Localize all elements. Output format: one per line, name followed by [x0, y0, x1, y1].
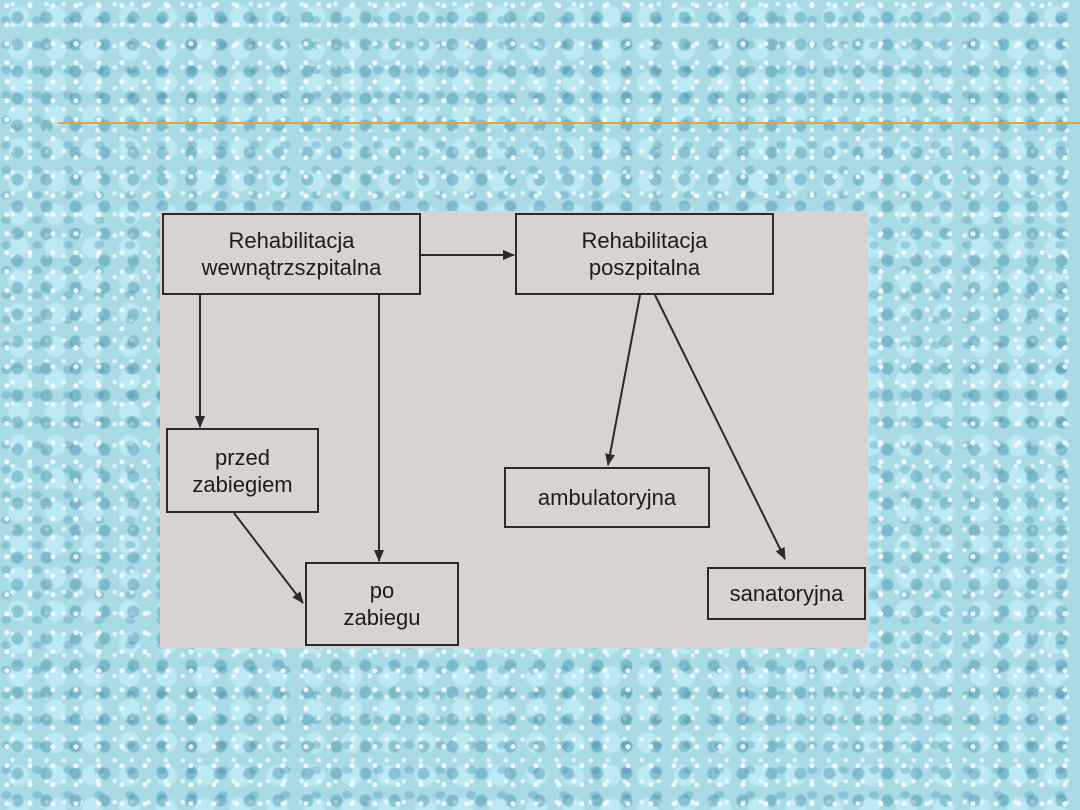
edge-posthospital-sanatorium: [654, 294, 786, 560]
node-ambulatory: ambulatoryjna: [504, 467, 710, 528]
node-inhospital-rehabilitation: Rehabilitacja wewnątrzszpitalna: [162, 213, 421, 295]
edge-before-after: [233, 512, 304, 604]
node-label: przed zabiegiem: [192, 444, 293, 497]
diagram-panel: Rehabilitacja wewnątrzszpitalna Rehabili…: [160, 211, 868, 648]
node-label: ambulatoryjna: [537, 485, 677, 510]
node-label: sanatoryjna: [729, 581, 844, 606]
node-posthospital-rehabilitation: Rehabilitacja poszpitalna: [515, 213, 774, 295]
node-label: Rehabilitacja wewnątrzszpitalna: [201, 228, 382, 280]
node-sanatorium: sanatoryjna: [707, 567, 866, 620]
edge-posthospital-ambulatory: [605, 294, 641, 466]
diagram-connectors: [195, 250, 786, 604]
node-before-procedure: przed zabiegiem: [166, 428, 319, 513]
node-label: po zabiegu: [343, 578, 421, 630]
node-after-procedure: po zabiegu: [305, 562, 459, 646]
node-label: Rehabilitacja poszpitalna: [581, 228, 708, 280]
title-divider-line: [58, 122, 1080, 124]
